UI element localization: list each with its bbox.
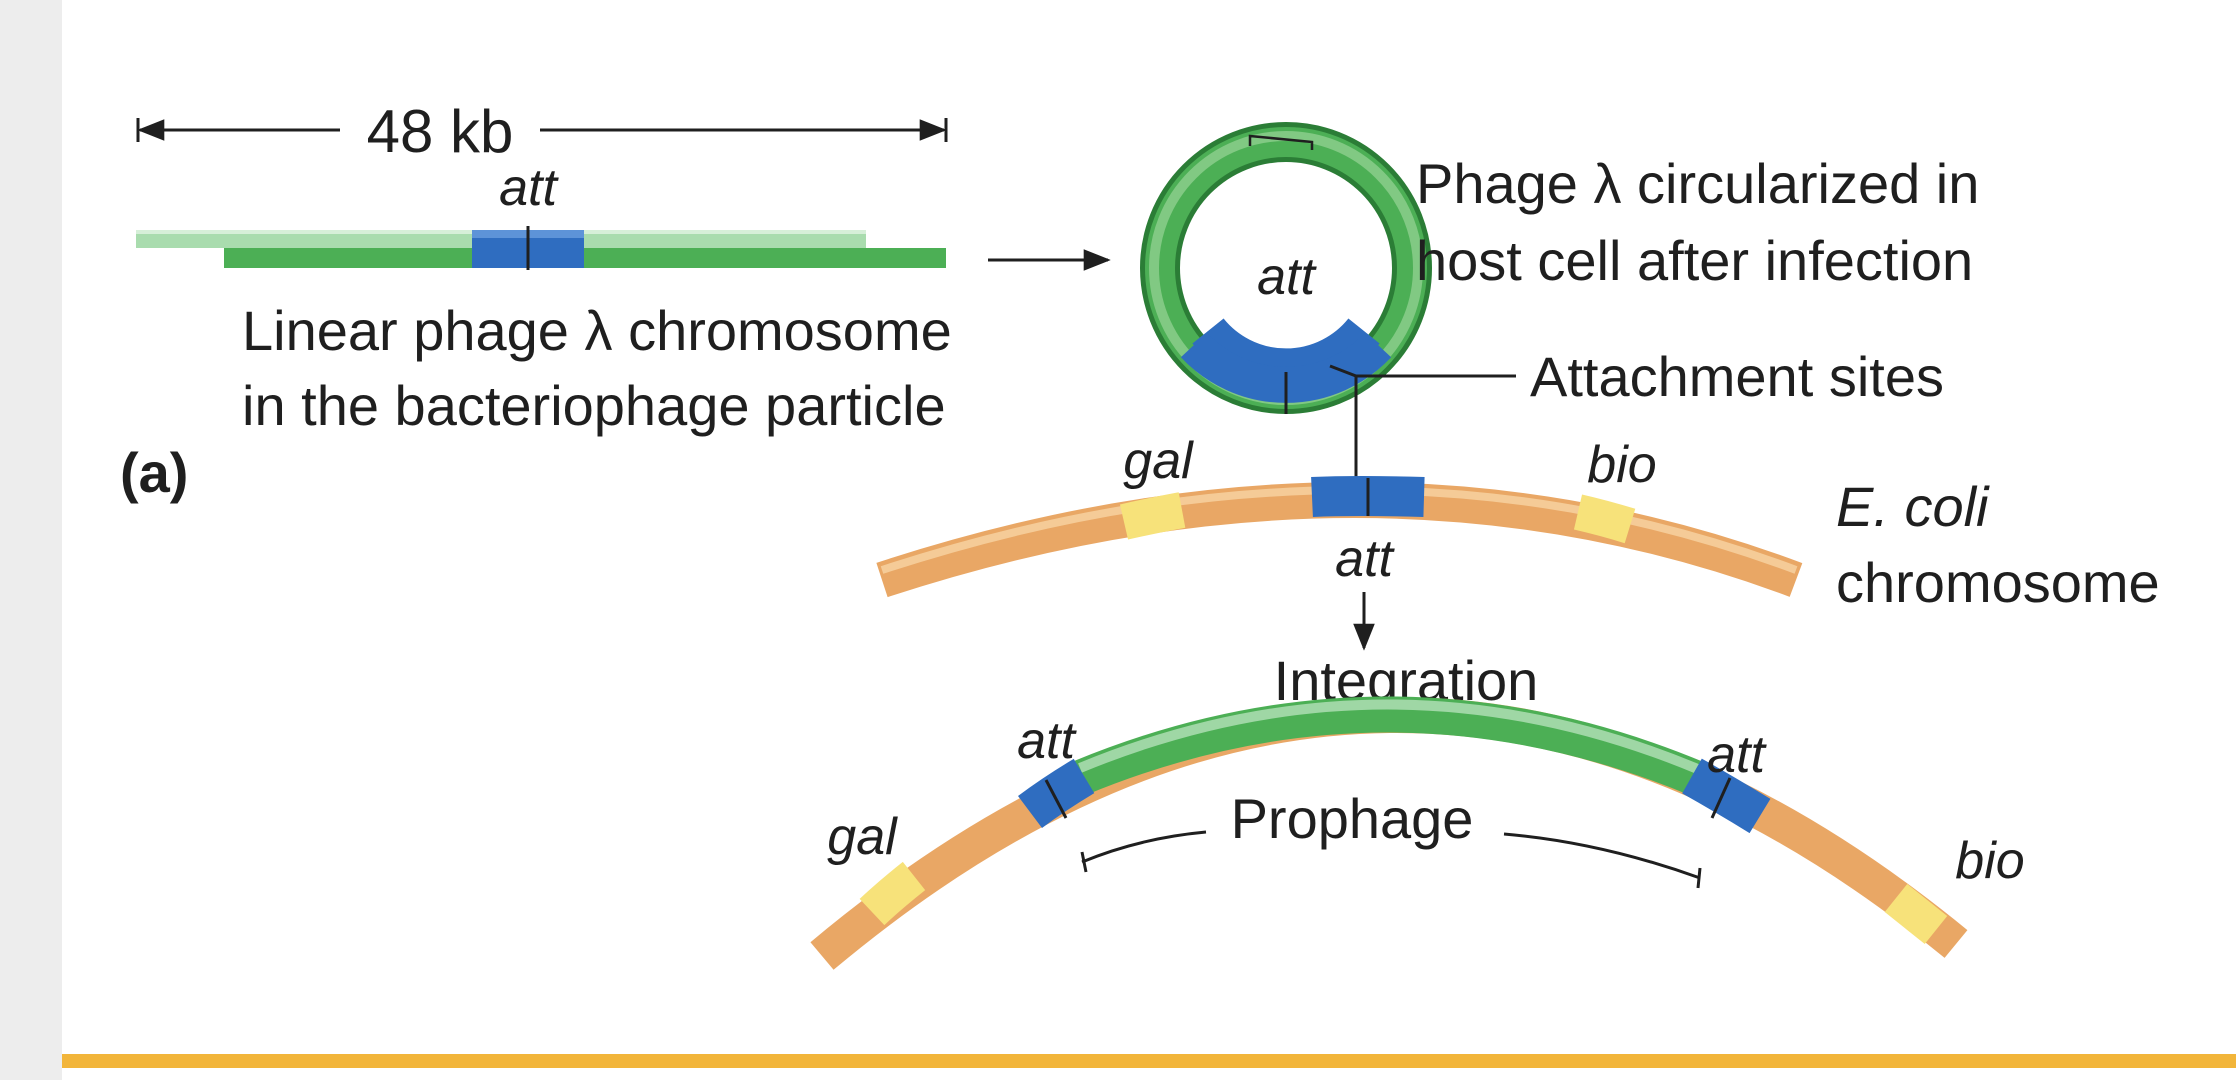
attachment-sites-label: Attachment sites [1530,345,1944,408]
length-label: 48 kb [367,98,514,165]
ecoli-caption-line2: chromosome [1836,551,2160,614]
integrated-chromosome [810,696,1968,970]
length-scale-bar: 48 kb [136,98,948,165]
linear-caption-line2: in the bacteriophage particle [242,374,946,437]
circle-caption-line2: host cell after infection [1416,229,1973,292]
below-rule-area [62,1068,2236,1080]
ecoli-bio-gene [1573,494,1636,544]
circle-att-label: att [1257,248,1317,306]
prophage-bio-label: bio [1955,832,2024,890]
prophage-gal-gene [859,861,926,926]
prophage-bracket [1080,830,1702,889]
ecoli-gal-label: gal [1123,432,1194,490]
ecoli-chromosome [876,476,1803,598]
circle-junction-mark [1248,134,1314,150]
left-margin-bar [0,0,62,1080]
ecoli-att-label: att [1335,530,1395,588]
linear-phage-chromosome: att [136,159,946,270]
prophage-att-left-label: att [1017,712,1077,770]
bottom-accent-rule [62,1054,2236,1068]
attachment-leader [1329,364,1516,484]
linear-caption-line1: Linear phage λ chromosome [242,299,952,362]
linear-att-label: att [499,159,559,217]
prophage-bio-gene [1884,883,1948,945]
prophage-gal-label: gal [827,808,898,866]
ecoli-bio-label: bio [1587,436,1656,494]
prophage-att-left-site [1018,758,1095,829]
circular-phage: att [1140,122,1432,414]
prophage-att-right-site [1682,758,1771,834]
ecoli-caption-line1: E. coli [1836,475,1990,538]
circle-caption-line1: Phage λ circularized in [1416,152,1979,215]
prophage-region [1073,696,1707,797]
prophage-att-right-label: att [1707,726,1767,784]
panel-label: (a) [120,441,188,504]
ecoli-gal-gene [1119,492,1186,540]
ecoli-att-site [1311,476,1425,517]
prophage-label: Prophage [1231,787,1474,850]
